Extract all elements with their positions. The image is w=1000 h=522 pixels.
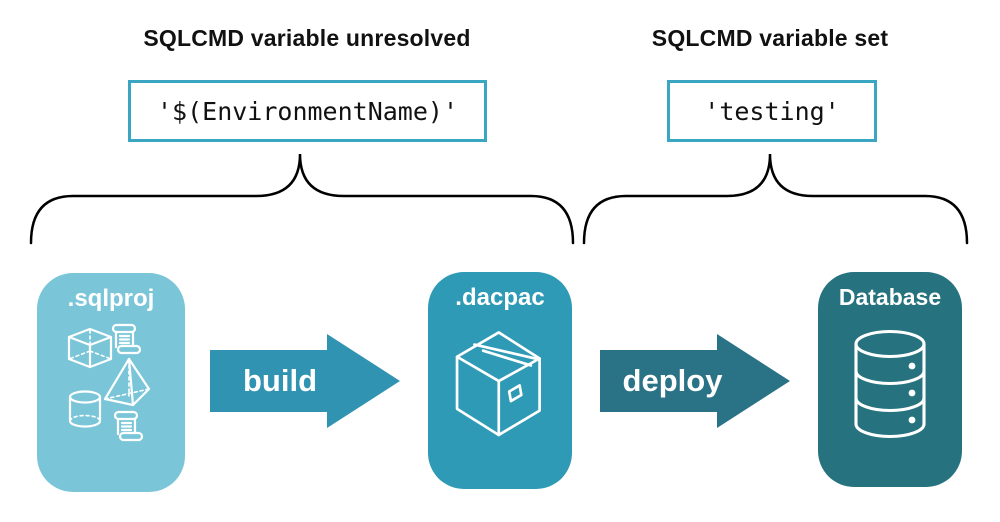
sqlproj-label: .sqlproj — [67, 285, 155, 312]
dacpac-label: .dacpac — [455, 284, 545, 311]
package-box-icon — [455, 331, 541, 437]
script-icon — [111, 323, 142, 355]
left-brace — [29, 153, 575, 245]
dacpac-card: .dacpac — [428, 272, 572, 489]
pyramid-icon — [103, 357, 151, 407]
code-box-testing: 'testing' — [667, 80, 877, 142]
code-text-testing: 'testing' — [704, 96, 840, 126]
database-label: Database — [838, 284, 942, 310]
right-brace — [582, 153, 969, 245]
code-box-environment-name: '$(EnvironmentName)' — [128, 80, 487, 142]
build-arrow — [210, 334, 400, 428]
heading-variable-set: SQLCMD variable set — [651, 25, 889, 51]
code-text-environment-name: '$(EnvironmentName)' — [156, 96, 459, 126]
deploy-arrow — [600, 334, 790, 428]
database-cylinder-icon — [854, 329, 926, 439]
cube-icon — [67, 327, 113, 369]
deploy-arrow-label: deploy — [622, 363, 723, 398]
sql-objects-icon — [67, 323, 151, 442]
sqlproj-card: .sqlproj — [37, 273, 185, 492]
heading-variable-unresolved: SQLCMD variable unresolved — [143, 25, 471, 51]
database-card: Database — [818, 272, 962, 487]
cylinder-icon — [68, 390, 102, 428]
script-icon — [113, 410, 144, 442]
build-arrow-label: build — [242, 363, 318, 398]
